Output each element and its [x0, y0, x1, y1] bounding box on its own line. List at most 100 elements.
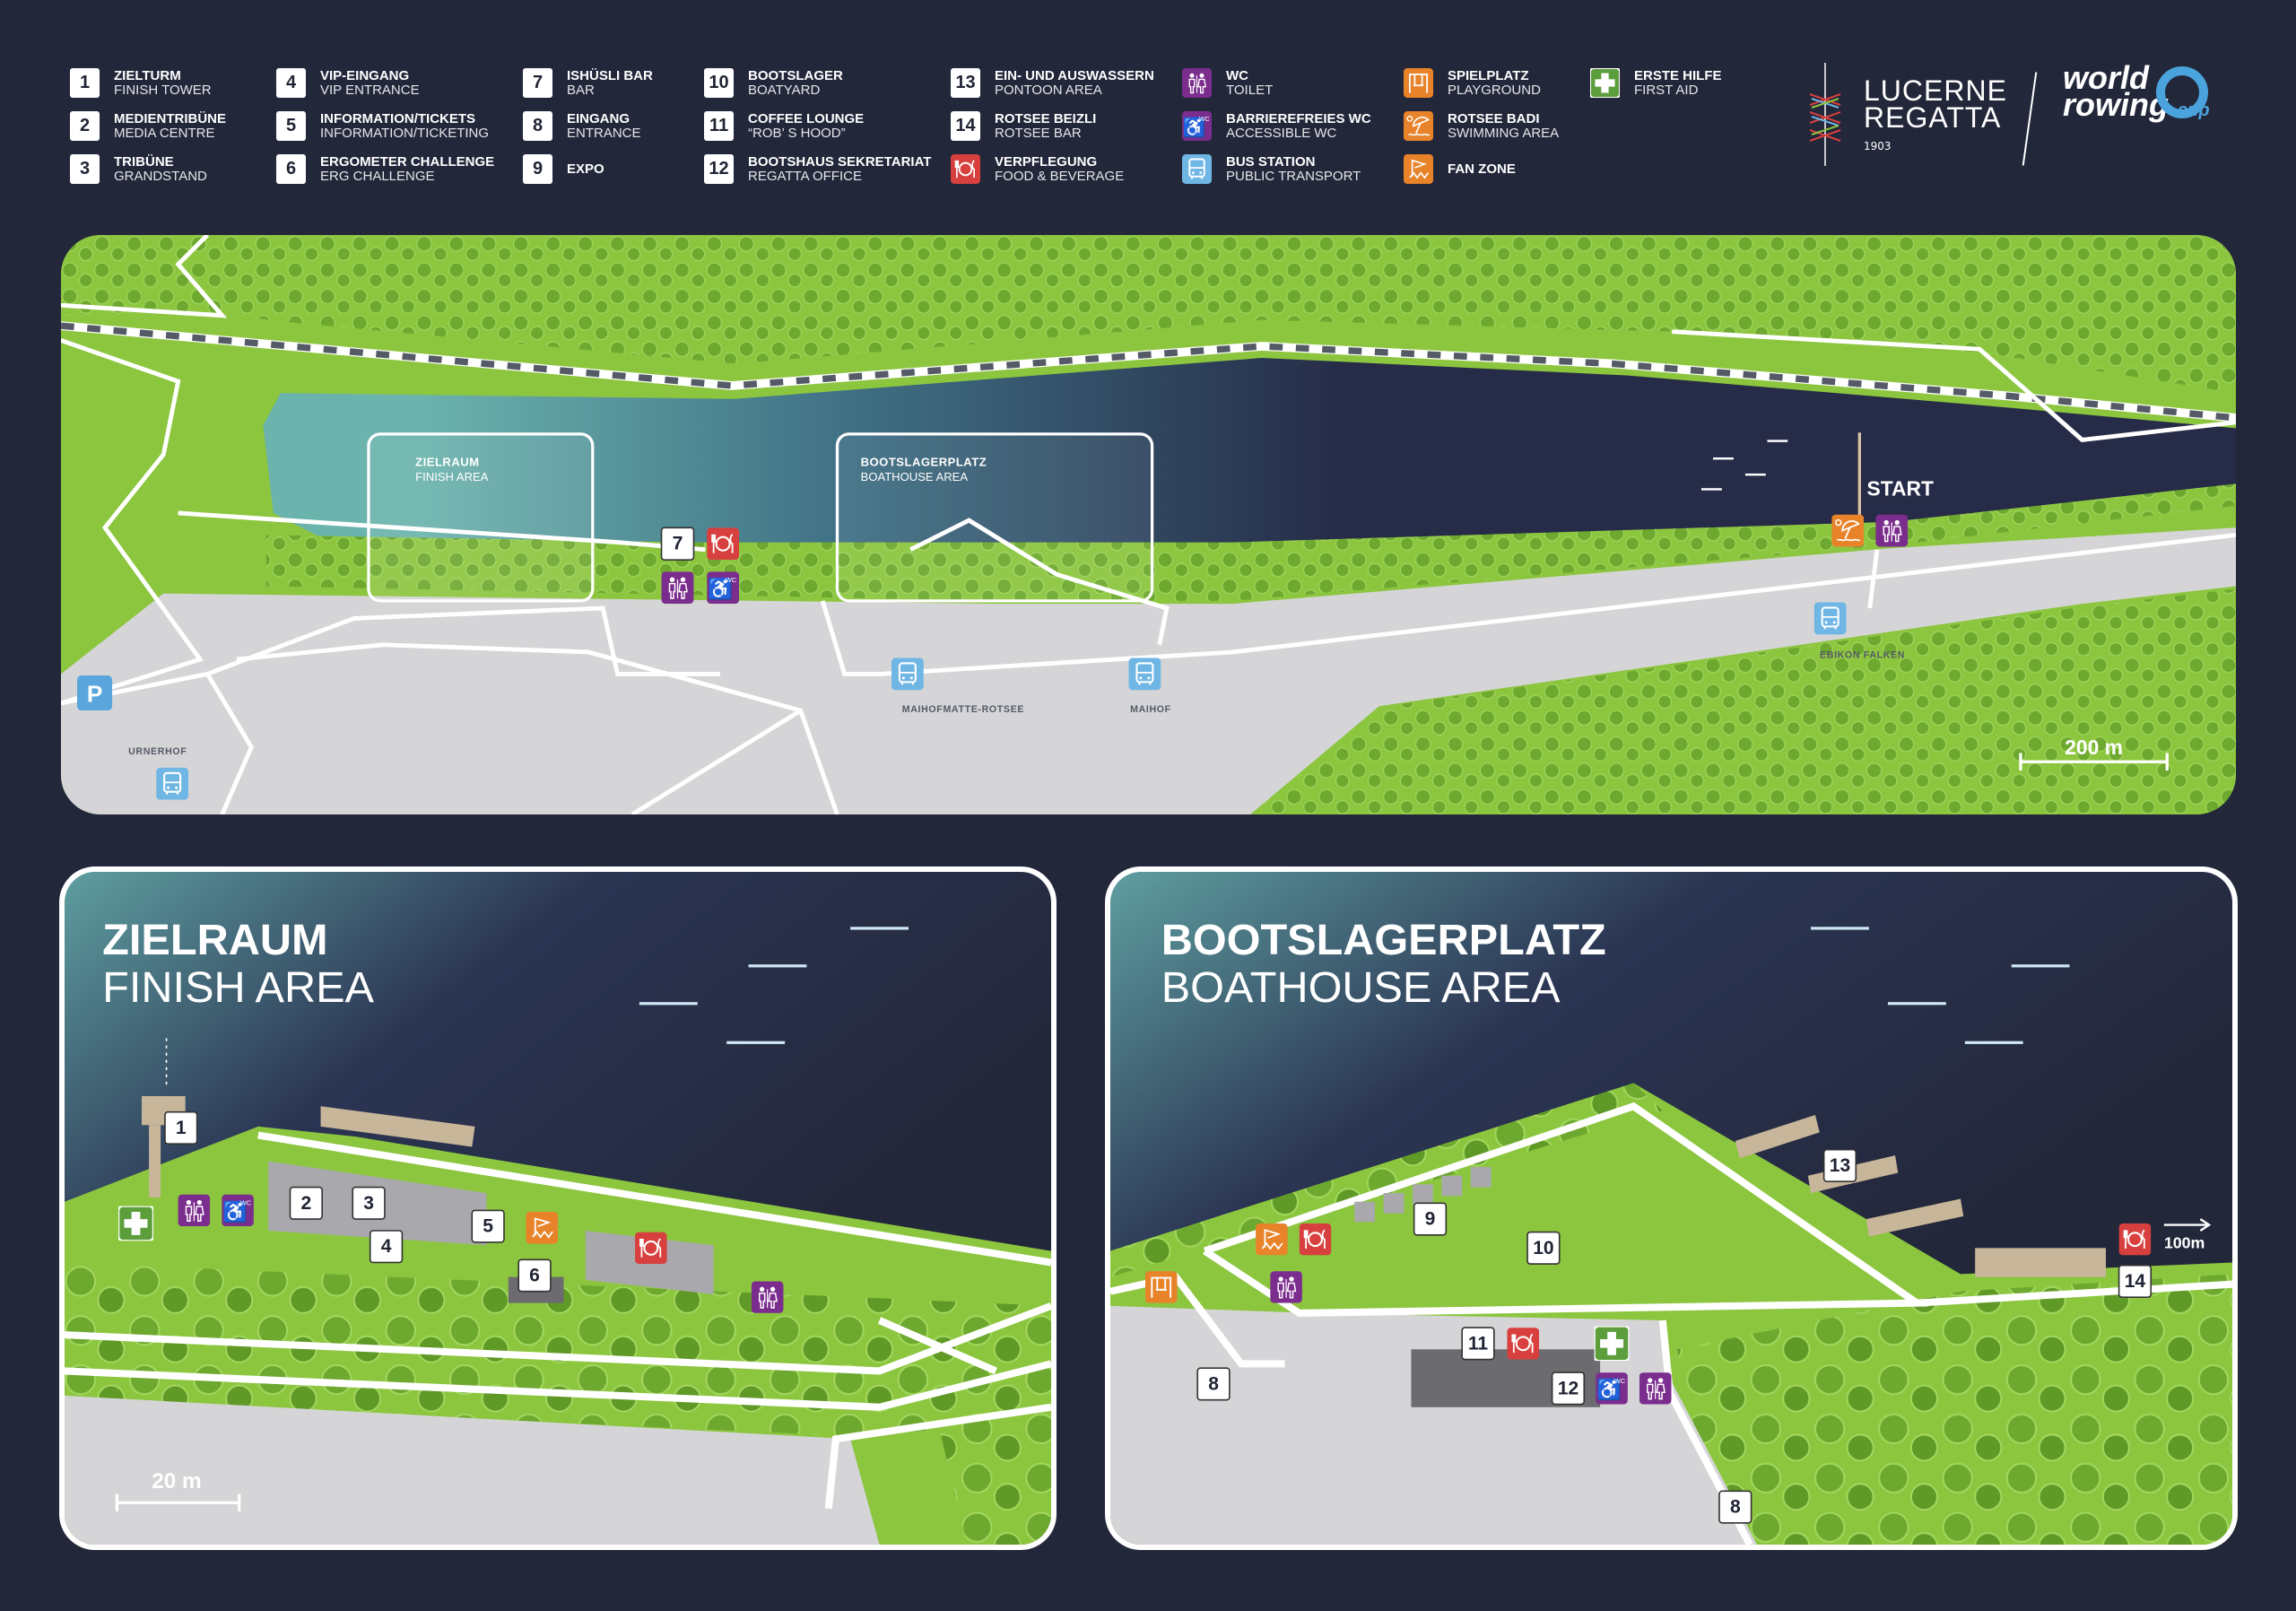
accessible-wc-icon[interactable]	[707, 571, 740, 605]
marker-10[interactable]: 10	[1526, 1231, 1561, 1265]
marker-12[interactable]: 12	[1551, 1372, 1586, 1406]
bus-stop-maihofmatte-icon[interactable]	[891, 657, 924, 691]
bus-stop-maihof-icon[interactable]	[1128, 657, 1161, 691]
marker-2[interactable]: 2	[289, 1186, 323, 1220]
boathouse-area-panel[interactable]: BOOTSLAGERPLATZ BOATHOUSE AREA 13 9 10 1…	[1105, 866, 2238, 1550]
boathouse-area-label: BOOTSLAGERPLATZ	[861, 456, 987, 469]
scale-bar: 200 m	[2019, 736, 2169, 771]
marker-6[interactable]: 6	[517, 1258, 552, 1293]
food-icon[interactable]	[1507, 1328, 1540, 1360]
svg-text:1: 1	[176, 1118, 187, 1138]
legend-label-en: FOOD & BEVERAGE	[995, 168, 1125, 184]
logo-divider	[2022, 72, 2038, 166]
legend-label-de: BOOTSLAGER	[748, 67, 843, 83]
svg-text:2: 2	[300, 1193, 311, 1214]
fan-zone-icon[interactable]	[526, 1212, 558, 1244]
legend-label-de: TRIBÜNE	[114, 153, 174, 170]
forest	[1676, 1274, 2232, 1545]
legend-label-de: INFORMATION/TICKETS	[320, 110, 476, 126]
food-icon[interactable]	[707, 527, 740, 561]
food-icon[interactable]	[1299, 1223, 1332, 1256]
marker-7[interactable]: 7	[660, 527, 695, 561]
legend-label-en: MEDIA CENTRE	[114, 125, 215, 141]
legend-label-en: FIRST AID	[1634, 82, 1699, 98]
legend-label-en: PONTOON AREA	[995, 82, 1102, 98]
toilet-icon[interactable]	[1270, 1271, 1302, 1303]
first-aid-icon[interactable]	[1594, 1326, 1630, 1362]
bus-icon	[1182, 154, 1212, 184]
toilet-icon[interactable]	[1875, 514, 1909, 547]
legend-label-de: ERGOMETER CHALLENGE	[320, 153, 495, 170]
boathouse-area-box[interactable]	[835, 432, 1154, 603]
bus-stop-urnerhof-icon[interactable]	[156, 767, 189, 800]
first-aid-icon[interactable]	[118, 1206, 153, 1241]
swimming-icon[interactable]	[1831, 514, 1865, 547]
stop-label-maihof: MAIHOF	[1130, 704, 1171, 715]
marker-1[interactable]: 1	[164, 1110, 198, 1145]
road-area	[1110, 1305, 1758, 1545]
marker-9[interactable]: 9	[1413, 1202, 1448, 1236]
world-rowing-ring-icon	[2156, 66, 2208, 118]
legend-label-de: FAN ZONE	[1448, 161, 1516, 177]
panel-subtitle: FINISH AREA	[102, 963, 374, 1012]
fan-zone-icon[interactable]	[1256, 1223, 1288, 1256]
number-badge: 4	[276, 68, 306, 98]
number-badge: 10	[704, 68, 734, 98]
number-badge: 2	[70, 111, 100, 141]
logo-year: 1903	[1864, 139, 1892, 152]
legend-label-de: BUS STATION	[1226, 153, 1316, 170]
paths	[65, 1131, 1051, 1510]
marker-3[interactable]: 3	[352, 1186, 386, 1220]
finish-area-label: ZIELRAUM	[415, 456, 479, 469]
toilet-icon[interactable]	[661, 571, 694, 605]
legend-label-de: EXPO	[567, 161, 604, 177]
finish-area-panel[interactable]: ZIELRAUM FINISH AREA 1 2 3 4 5 6 20 m	[59, 866, 1057, 1550]
marker-14[interactable]: 14	[2118, 1264, 2152, 1298]
trees	[937, 1349, 1051, 1545]
scale-bar: 20 m	[115, 1469, 241, 1511]
marker-8[interactable]: 8	[1196, 1367, 1231, 1401]
marker-13[interactable]: 13	[1822, 1148, 1857, 1182]
accessible-wc-icon[interactable]	[222, 1194, 254, 1227]
finish-area-box[interactable]	[367, 432, 595, 603]
trees	[65, 1262, 1051, 1437]
marker-11[interactable]: 11	[1461, 1327, 1495, 1361]
svg-text:6: 6	[529, 1266, 540, 1286]
legend-label-en: INFORMATION/TICKETING	[320, 125, 490, 141]
logo-text: LUCERNE	[1864, 74, 2007, 107]
food-icon[interactable]	[2118, 1223, 2152, 1256]
bus-stop-ebikon-icon[interactable]	[1813, 602, 1847, 635]
accessible-wc-icon[interactable]	[1596, 1372, 1628, 1405]
food-icon[interactable]	[634, 1232, 667, 1265]
legend-label-en: REGATTA OFFICE	[748, 168, 862, 184]
parking-icon[interactable]: P	[76, 675, 113, 711]
marker-5[interactable]: 5	[471, 1209, 505, 1243]
overview-map[interactable]: ZIELRAUM FINISH AREA BOOTSLAGERPLATZ BOA…	[61, 235, 2236, 814]
toilet-icon[interactable]	[1639, 1372, 1672, 1405]
svg-text:14: 14	[2125, 1271, 2146, 1292]
rowing-boats	[1811, 927, 2070, 1044]
legend-label-en: VIP ENTRANCE	[320, 82, 420, 98]
playground-icon[interactable]	[1144, 1271, 1178, 1303]
rotsee-lake	[263, 358, 2236, 545]
toilet-icon[interactable]	[178, 1194, 211, 1227]
toilet-icon[interactable]	[751, 1281, 784, 1313]
number-badge: 12	[704, 154, 734, 184]
marker-4[interactable]: 4	[369, 1230, 404, 1264]
boathouse-area-label-en: BOATHOUSE AREA	[861, 470, 969, 483]
legend-label-de: SPIELPLATZ	[1448, 67, 1529, 83]
expo-tents	[1354, 1167, 1492, 1223]
marker-8[interactable]: 8	[1718, 1490, 1752, 1524]
food-icon	[951, 154, 980, 184]
